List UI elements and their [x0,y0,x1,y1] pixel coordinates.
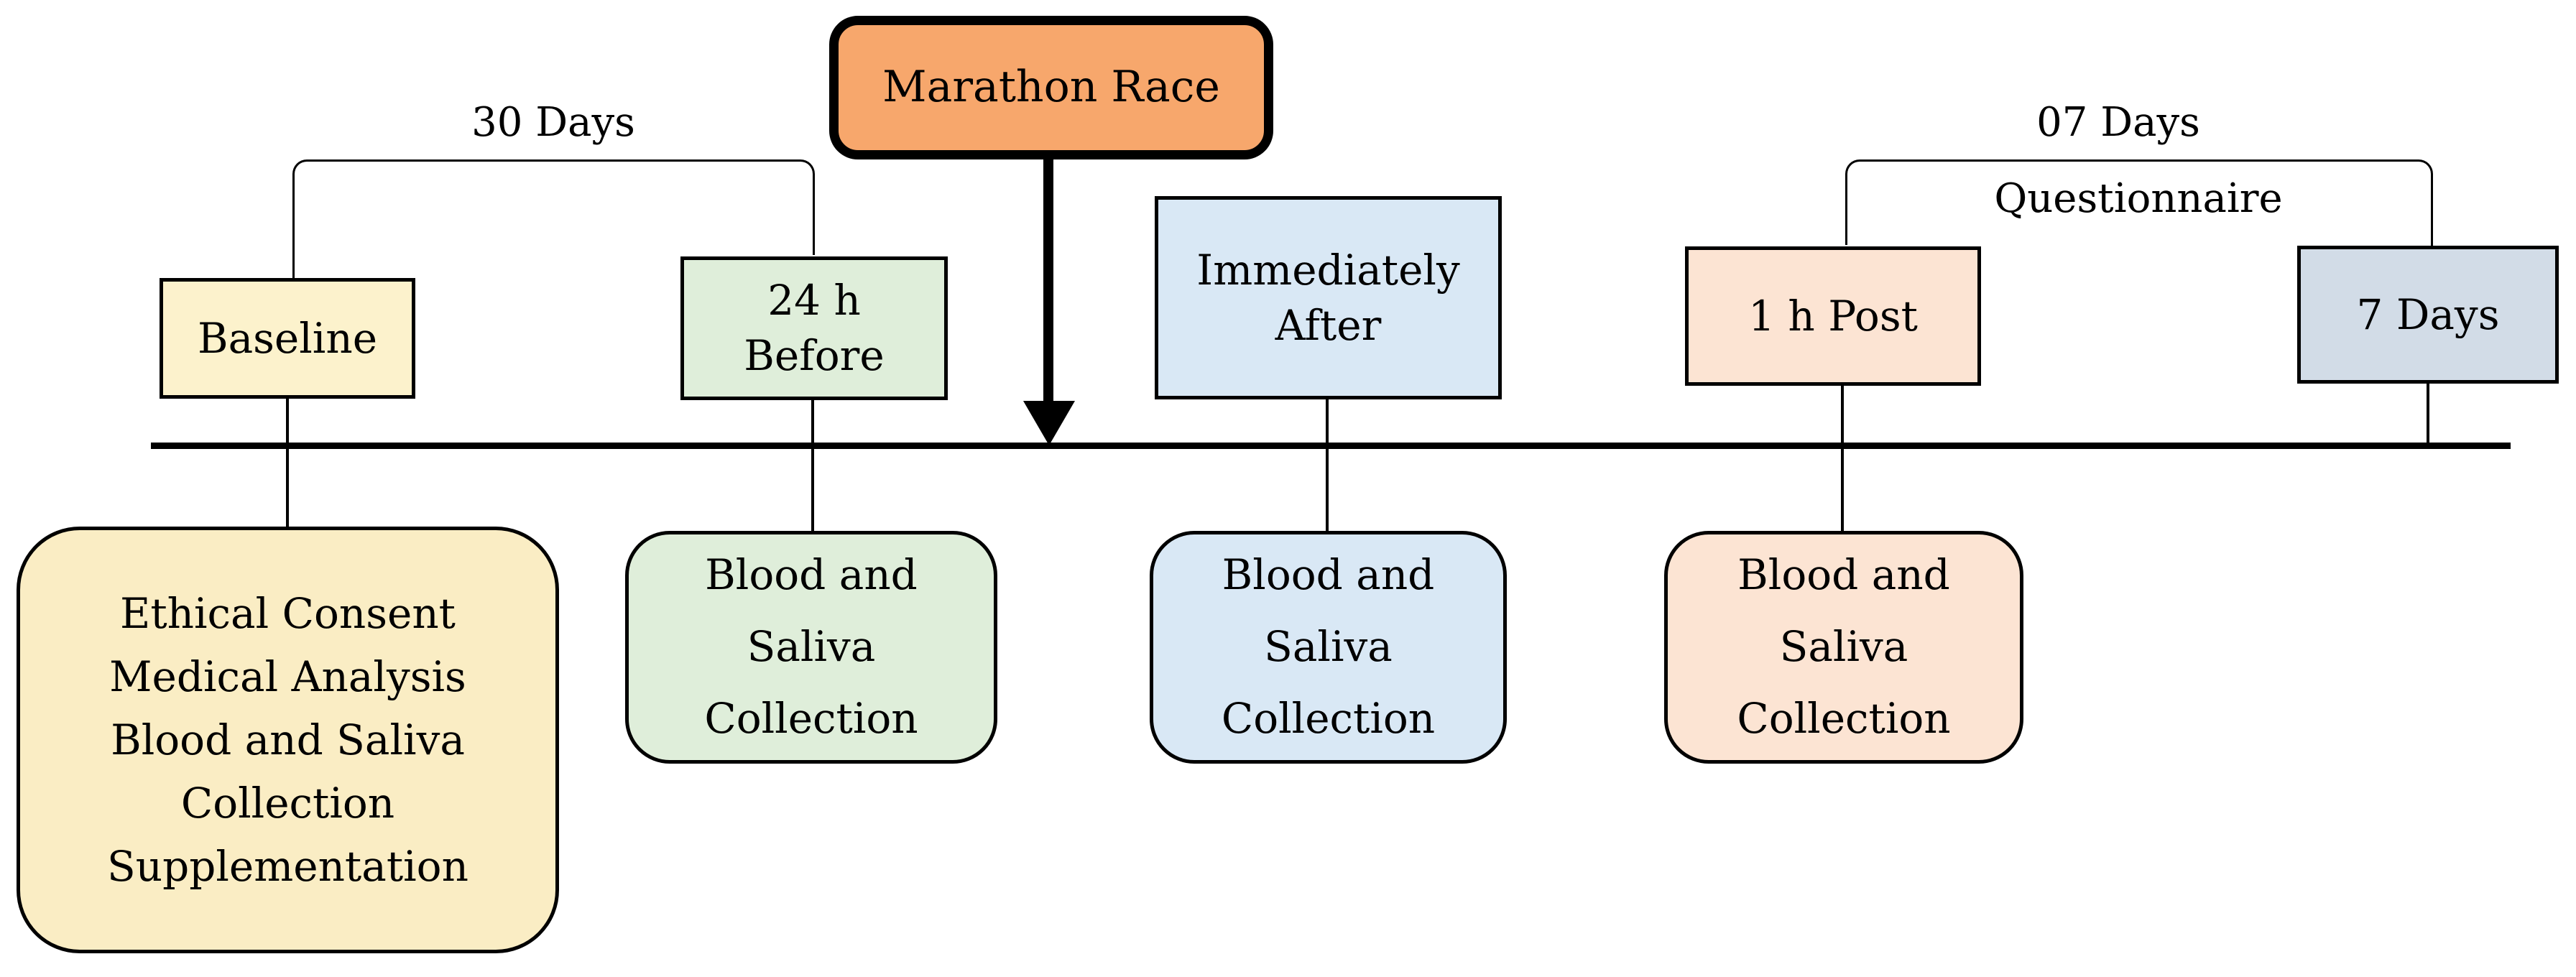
outcome-box-immediately-collection: Blood and Saliva Collection [1150,531,1507,764]
outcome-line: Ethical Consent [119,588,456,638]
event-label-line: 24 h [767,276,861,325]
event-label-line: After [1275,300,1382,350]
race-arrow-stem [1043,157,1053,408]
outcome-line: Medical Analysis [109,652,466,701]
questionnaire-label: Questionnaire [1994,175,2283,222]
outcome-line: Blood and [705,550,918,600]
marathon-race-box: Marathon Race [829,16,1273,159]
outcome-line: Blood and Saliva [111,715,465,764]
event-label-line: Immediately [1196,245,1460,295]
event-label-line: 1 h Post [1748,291,1918,341]
event-label-line: 7 Days [2356,290,2500,339]
connector-24h-before [811,399,814,532]
outcome-box-baseline-activities: Ethical Consent Medical Analysis Blood a… [17,527,559,953]
outcome-box-1h-collection: Blood and Saliva Collection [1664,531,2023,764]
event-box-1h-post: 1 h Post [1685,246,1981,386]
outcome-line: Blood and [1737,550,1950,600]
outcome-box-24h-collection: Blood and Saliva Collection [625,531,997,764]
interval-bracket-30-days [292,159,815,255]
connector-immediately-after [1326,398,1329,532]
event-box-24h-before: 24 h Before [680,256,948,400]
outcome-line: Collection [1737,693,1951,743]
timeline-axis [151,443,2511,449]
connector-7-days [2427,382,2429,445]
outcome-line: Saliva [747,622,876,672]
marathon-race-label: Marathon Race [882,62,1220,113]
outcome-line: Collection [1221,693,1436,743]
outcome-line: Saliva [1264,622,1393,672]
outcome-line: Saliva [1779,622,1908,672]
connector-baseline [286,397,289,528]
interval-label-30-days: 30 Days [471,99,635,146]
event-box-7-days: 7 Days [2297,246,2559,384]
interval-bracket-30-days-left-leg [292,253,295,279]
event-label-line: Before [744,331,885,380]
race-arrowhead-icon [1023,401,1075,445]
event-box-immediately-after: Immediately After [1155,196,1502,399]
interval-bracket-07-days [1845,159,2433,245]
outcome-line: Collection [180,779,395,828]
event-box-baseline: Baseline [160,278,415,399]
outcome-line: Blood and [1222,550,1435,600]
interval-label-07-days: 07 Days [2036,99,2200,146]
outcome-line: Supplementation [107,842,468,892]
event-label-line: Baseline [197,313,378,363]
connector-1h-post [1841,384,1844,532]
outcome-line: Collection [704,693,918,743]
